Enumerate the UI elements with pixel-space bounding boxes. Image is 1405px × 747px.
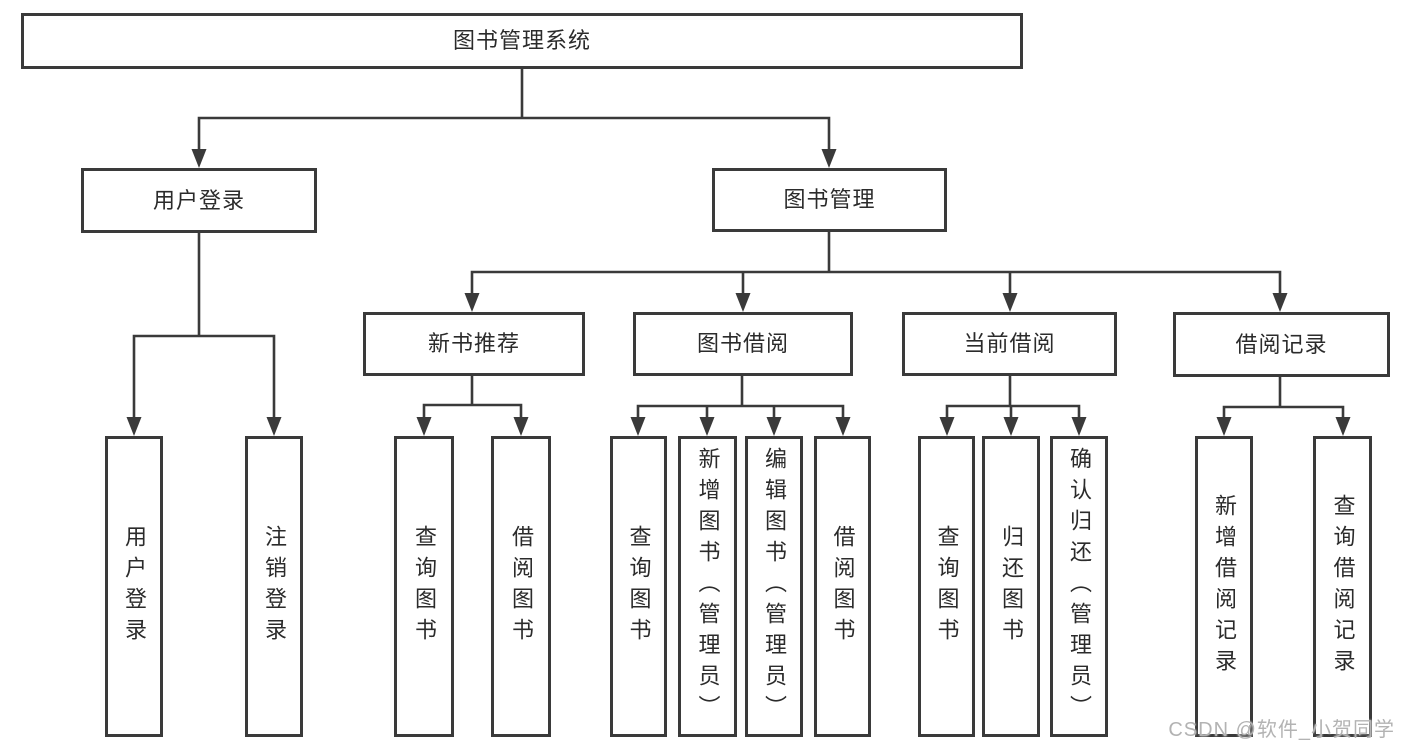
node-new-book-recommendation: 新书推荐 xyxy=(363,312,585,376)
arrowhead-icon xyxy=(191,149,207,168)
arrowhead-icon xyxy=(1002,293,1018,312)
leaf-borrow-books-recommend: 借阅图书 xyxy=(491,436,551,737)
arrowhead-icon xyxy=(1272,293,1288,312)
leaf-borrow-books: 借阅图书 xyxy=(814,436,871,737)
connector-borrowrecords-to-leaves xyxy=(1222,375,1345,424)
leaf-query-books-recommend: 查询图书 xyxy=(394,436,454,737)
arrowhead-icon xyxy=(939,417,955,436)
connector-currentborrow-to-leaves xyxy=(945,375,1081,424)
arrowhead-icon xyxy=(766,417,782,436)
connector-bookborrow-to-leaves xyxy=(636,374,845,424)
arrowhead-icon xyxy=(1335,417,1351,436)
csdn-watermark: CSDN @软件_小贺同学 xyxy=(1168,719,1395,741)
connector-userlogin-to-leaves xyxy=(132,231,276,424)
arrowhead-icon xyxy=(699,417,715,436)
arrowhead-icon xyxy=(513,417,529,436)
leaf-add-books-admin: 新增图书（管理员） xyxy=(678,436,737,737)
node-book-management: 图书管理 xyxy=(712,168,947,232)
connector-root-to-level2 xyxy=(197,67,831,156)
node-user-login: 用户登录 xyxy=(81,168,317,233)
connector-bookmgmt-to-level3 xyxy=(470,230,1282,300)
leaf-user-login: 用户登录 xyxy=(105,436,163,737)
leaf-add-borrow-record: 新增借阅记录 xyxy=(1195,436,1253,737)
arrowhead-icon xyxy=(266,417,282,436)
leaf-logout: 注销登录 xyxy=(245,436,303,737)
leaf-query-books-borrow: 查询图书 xyxy=(610,436,667,737)
arrowhead-icon xyxy=(126,417,142,436)
leaf-query-books-current: 查询图书 xyxy=(918,436,975,737)
arrowhead-icon xyxy=(1216,417,1232,436)
leaf-return-books: 归还图书 xyxy=(982,436,1040,737)
arrowhead-icon xyxy=(835,417,851,436)
arrowhead-icon xyxy=(1071,417,1087,436)
node-library-management-system: 图书管理系统 xyxy=(21,13,1023,69)
node-current-borrowing: 当前借阅 xyxy=(902,312,1117,376)
leaf-query-borrow-record: 查询借阅记录 xyxy=(1313,436,1372,737)
leaf-edit-books-admin: 编辑图书（管理员） xyxy=(745,436,803,737)
node-book-borrowing: 图书借阅 xyxy=(633,312,853,376)
arrowhead-icon xyxy=(464,293,480,312)
connector-newbook-to-leaves xyxy=(422,374,523,424)
node-borrowing-records: 借阅记录 xyxy=(1173,312,1390,377)
arrowhead-icon xyxy=(735,293,751,312)
arrowhead-icon xyxy=(821,149,837,168)
arrowhead-icon xyxy=(1003,417,1019,436)
arrowhead-icon xyxy=(416,417,432,436)
arrowhead-icon xyxy=(630,417,646,436)
leaf-confirm-return-admin: 确认归还（管理员） xyxy=(1050,436,1108,737)
